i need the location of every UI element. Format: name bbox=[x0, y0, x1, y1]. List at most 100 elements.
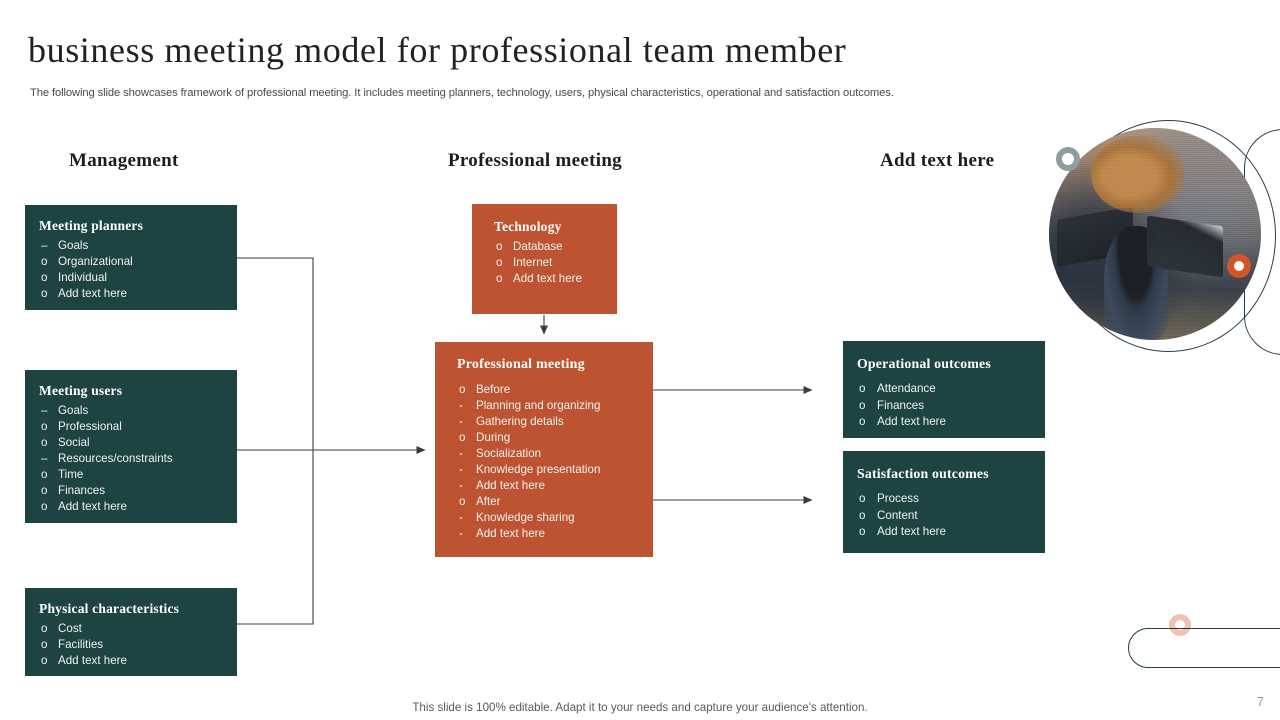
list-text: Goals bbox=[58, 239, 89, 252]
photo-grain-overlay bbox=[1049, 128, 1261, 340]
list-text: Organizational bbox=[58, 255, 133, 268]
photo-person-background bbox=[1091, 136, 1185, 213]
list-marker: – bbox=[41, 239, 48, 252]
list-item: o Finances bbox=[857, 398, 1031, 415]
card-title: Meeting planners bbox=[39, 218, 144, 233]
card-title: Satisfaction outcomes bbox=[857, 466, 989, 481]
list-text: Social bbox=[58, 436, 90, 449]
list-text: Resources/constraints bbox=[58, 452, 173, 465]
list-marker: o bbox=[41, 436, 48, 449]
list-text: Knowledge sharing bbox=[476, 511, 575, 524]
column-heading-professional-meeting: Professional meeting bbox=[448, 150, 622, 171]
list-marker: - bbox=[459, 447, 463, 460]
list-marker: o bbox=[859, 415, 866, 428]
list-text: Individual bbox=[58, 271, 107, 284]
list-text: Gathering details bbox=[476, 415, 564, 428]
list-marker: – bbox=[41, 452, 48, 465]
list-text: Finances bbox=[877, 398, 925, 412]
list-marker: - bbox=[459, 415, 463, 428]
column-heading-management: Management bbox=[69, 150, 179, 171]
list-marker: o bbox=[459, 495, 466, 508]
list-marker: o bbox=[459, 431, 466, 444]
team-photo-image bbox=[1049, 128, 1261, 340]
grey-ring-icon bbox=[1056, 147, 1080, 171]
connector-left-bus bbox=[237, 257, 314, 625]
list-text: Add text here bbox=[476, 527, 545, 540]
list-text: Facilities bbox=[58, 638, 104, 651]
list-item: o Facilities bbox=[39, 637, 223, 653]
list-item: o During bbox=[457, 430, 639, 446]
list-marker: o bbox=[41, 638, 48, 651]
list-text: Cost bbox=[58, 622, 82, 635]
page-title: business meeting model for professional … bbox=[28, 30, 847, 70]
list-text: Goals bbox=[58, 404, 89, 417]
list-marker: o bbox=[41, 468, 48, 481]
list-item: o Before bbox=[457, 382, 639, 398]
list-text: Process bbox=[877, 492, 919, 505]
list-marker: o bbox=[859, 508, 866, 522]
list-text: Time bbox=[58, 468, 84, 481]
list-marker: – bbox=[41, 404, 48, 417]
list-item: o Add text here bbox=[857, 524, 1031, 541]
list-text: Add text here bbox=[513, 272, 582, 285]
pill-outline-decoration-bottom bbox=[1128, 628, 1280, 668]
list-text: During bbox=[476, 431, 511, 444]
orange-ring-icon bbox=[1227, 254, 1251, 278]
list-item: o Time bbox=[39, 467, 223, 483]
list-text: Add text here bbox=[877, 415, 946, 428]
card-title: Technology bbox=[494, 219, 562, 234]
list-text: Add text here bbox=[58, 500, 127, 513]
list-marker: o bbox=[859, 398, 866, 412]
list-item: –Goals bbox=[39, 238, 223, 254]
list-marker: o bbox=[859, 525, 866, 538]
list-text: Finances bbox=[58, 484, 106, 497]
card-title: Operational outcomes bbox=[857, 356, 991, 371]
card-title: Meeting users bbox=[39, 383, 123, 398]
list-text: Add text here bbox=[877, 525, 946, 538]
list-text: Before bbox=[476, 383, 511, 396]
list-marker: - bbox=[459, 527, 463, 540]
team-photo bbox=[1049, 128, 1261, 340]
list-item: -Knowledge sharing bbox=[457, 510, 639, 526]
page-number: 7 bbox=[1256, 694, 1264, 709]
list-item: -Knowledge presentation bbox=[457, 462, 639, 478]
list-item: –Goals bbox=[39, 403, 223, 419]
list-text: Add text here bbox=[58, 654, 127, 667]
list-text: Database bbox=[513, 240, 563, 253]
list-text: Add text here bbox=[58, 287, 127, 300]
list-item: -Socialization bbox=[457, 446, 639, 462]
list-item: -Add text here bbox=[457, 526, 639, 542]
list-text: Professional bbox=[58, 420, 122, 433]
list-text: Knowledge presentation bbox=[476, 463, 601, 476]
list-item: –Resources/constraints bbox=[39, 451, 223, 467]
list-marker: o bbox=[41, 484, 48, 497]
list-item: o Social bbox=[39, 435, 223, 451]
list-item: -Planning and organizing bbox=[457, 398, 639, 414]
list-text: After bbox=[476, 495, 501, 508]
list-text: Socialization bbox=[476, 447, 542, 460]
list-marker: o bbox=[459, 383, 466, 396]
list-marker: o bbox=[41, 420, 48, 433]
